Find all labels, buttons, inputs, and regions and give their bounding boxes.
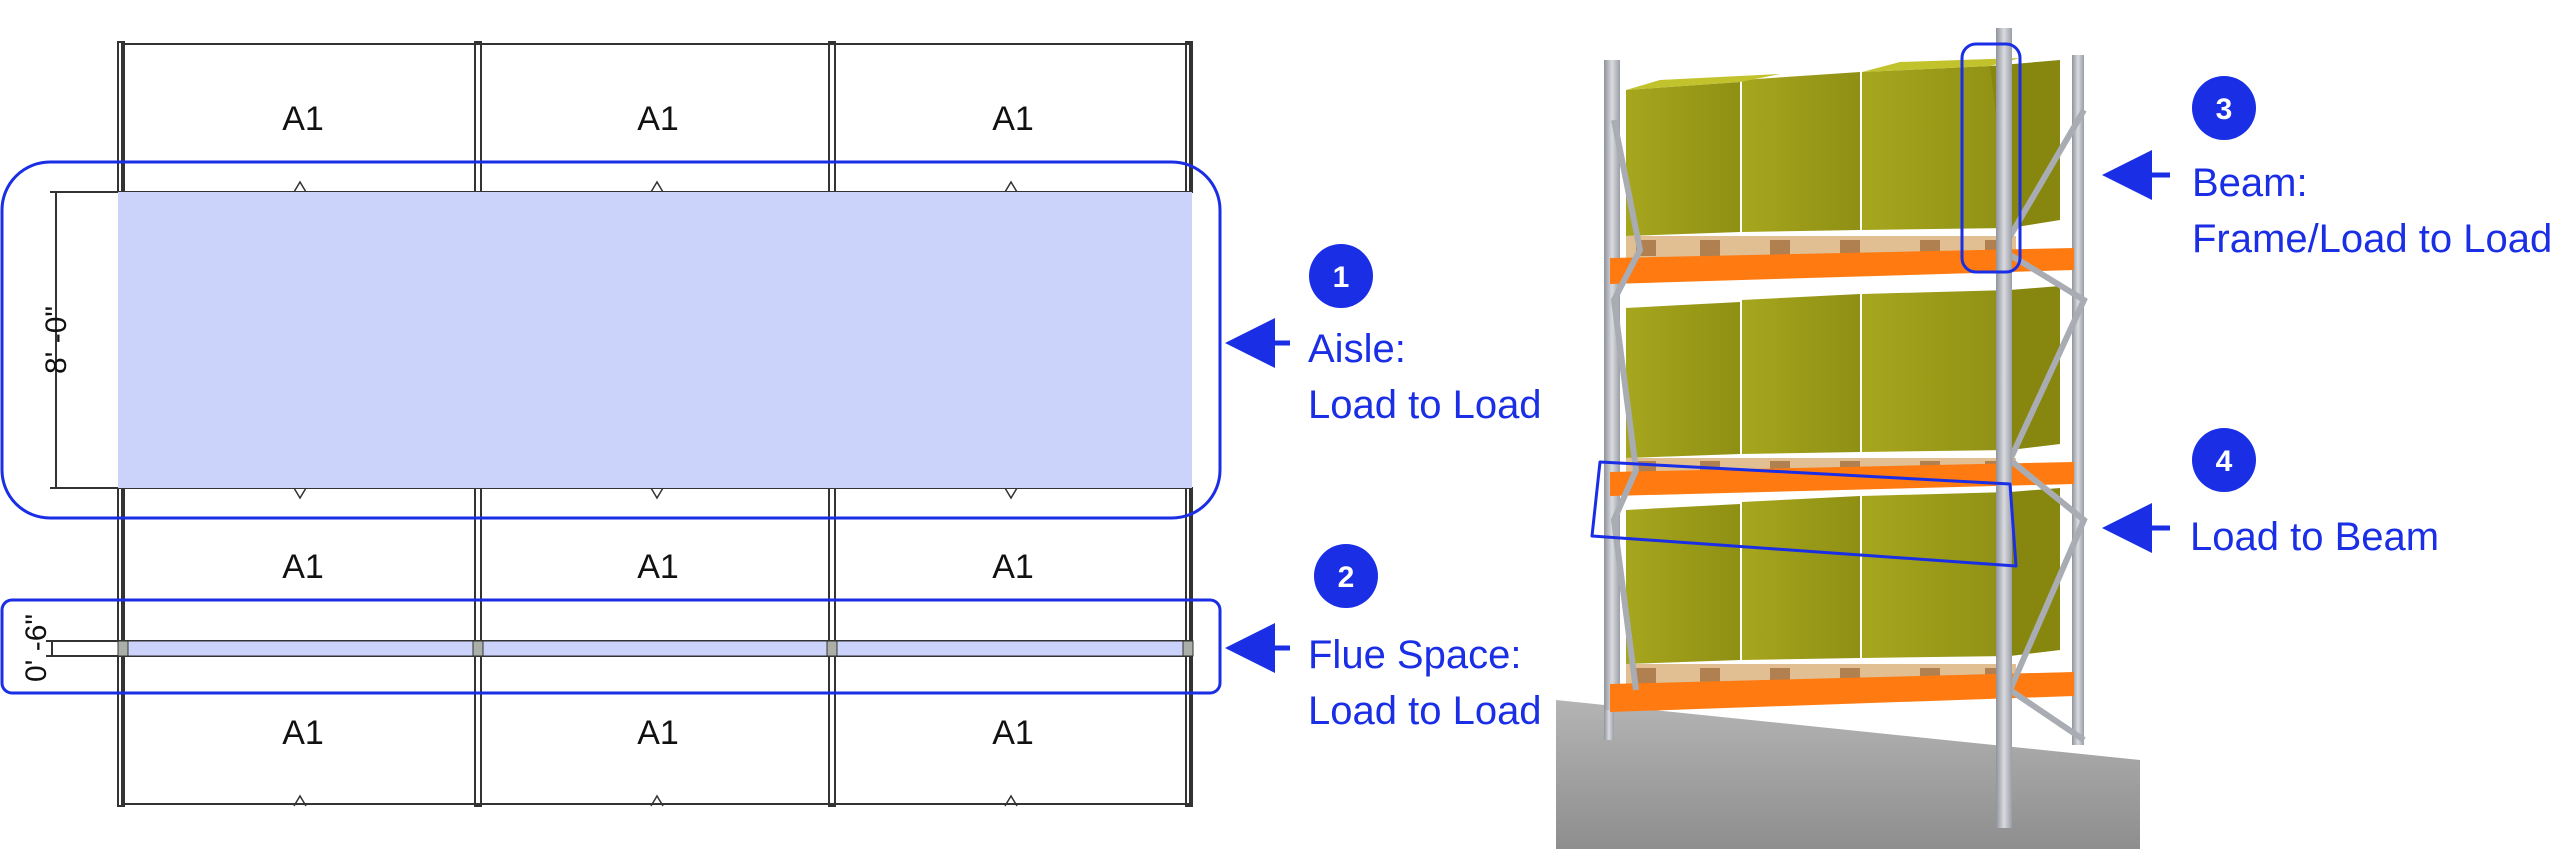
cell-label-bottom-1: A1 [282,714,324,752]
callout-4-line1: Load to Beam [2190,515,2439,559]
plan-view: A1 A1 A1 A1 A1 A1 A1 A1 A1 8' -0" 0' -6" [0,41,1222,807]
cell-label-bottom-2: A1 [637,714,679,752]
callout-3: 3 Beam: Frame/Load to Load [2102,76,2552,261]
callout-4: 4 Load to Beam [2102,428,2439,559]
load-to-beam-highlight [1590,460,2018,568]
cell-label-bottom-3: A1 [992,714,1034,752]
flue-dimension-label: 0' -6" [20,614,53,682]
floor-slab [1556,700,2140,849]
callout-2-number: 2 [1338,561,1355,594]
aisle-dimension-label: 8' -0" [40,306,73,374]
loads-level-1 [1626,58,2060,260]
flue-space-area [117,640,1193,657]
callout-2-line2: Load to Load [1308,689,1542,733]
callout-3-number: 3 [2216,93,2233,126]
rack-3d-illustration [1556,28,2140,849]
callout-2-badge [1314,544,1378,608]
beam-level-3 [1610,672,2074,712]
callout-3-line2: Frame/Load to Load [2192,217,2552,261]
aisle-highlight [0,160,1222,520]
aisle-area [118,192,1192,488]
callout-1: 1 Aisle: Load to Load [1225,244,1542,427]
cell-label-top-1: A1 [282,100,324,138]
loads-level-3 [1626,488,2060,690]
cell-label-top-2: A1 [637,100,679,138]
callout-4-badge [2192,428,2256,492]
flue-highlight [0,598,1222,695]
cell-label-middle-2: A1 [637,548,679,586]
flue-uprights [117,640,1194,657]
flue-dimension-line [46,640,118,657]
callout-2-line1: Flue Space: [1308,633,1521,677]
cell-label-top-3: A1 [992,100,1034,138]
beam-level-2 [1610,462,2074,496]
cell-label-middle-1: A1 [282,548,324,586]
callout-1-number: 1 [1333,261,1350,294]
callout-3-line1: Beam: [2192,161,2308,205]
callout-1-badge [1309,244,1373,308]
front-right-upright [1996,28,2012,828]
callout-3-badge [2192,76,2256,140]
aisle-dimension-line [50,191,118,489]
callout-4-number: 4 [2216,445,2233,478]
beam-highlight [1960,42,2022,274]
loads-level-2 [1626,286,2060,480]
cell-label-middle-3: A1 [992,548,1034,586]
callout-2: 2 Flue Space: Load to Load [1225,544,1542,733]
callout-1-line1: Aisle: [1308,327,1406,371]
pallet-markers [293,180,1018,807]
front-left-upright [1604,60,1620,710]
beam-level-1 [1610,248,2074,284]
callout-1-line2: Load to Load [1308,383,1542,427]
